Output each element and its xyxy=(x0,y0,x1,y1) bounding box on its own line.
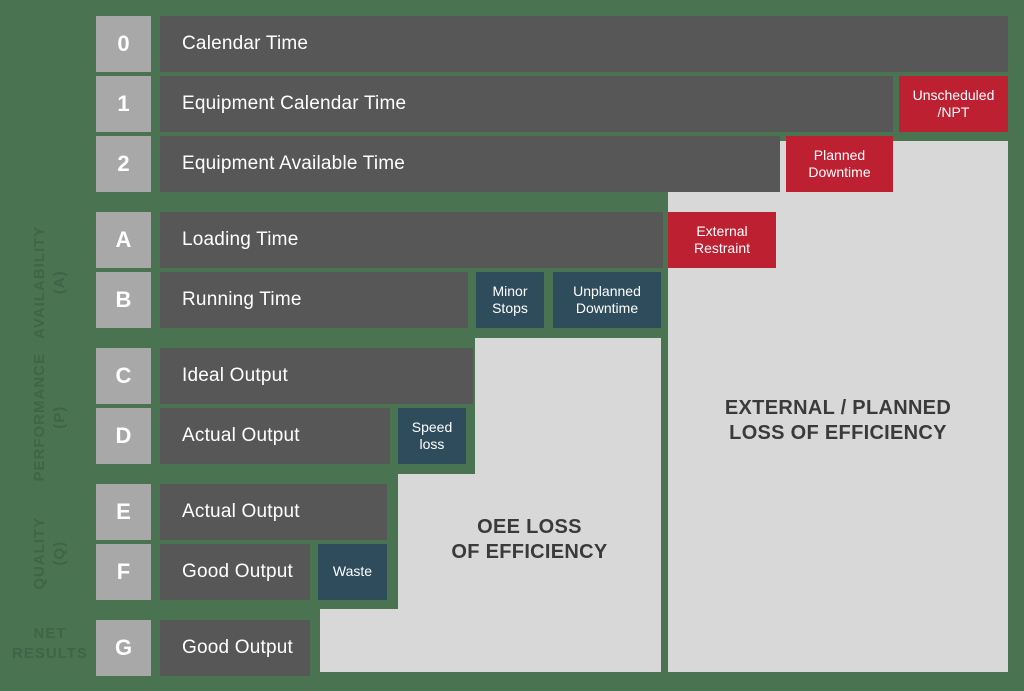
row-key-g: G xyxy=(114,635,133,660)
row-label-e: Actual Output xyxy=(182,501,300,522)
category-label-performance: PERFORMANCE (P) xyxy=(30,353,68,482)
row-badge-d: D xyxy=(96,408,151,464)
row-label-a: Loading Time xyxy=(182,229,299,250)
row-key-c: C xyxy=(115,363,132,388)
loss-label-planned-downtime: Planned Downtime xyxy=(808,146,871,180)
row-key-d: D xyxy=(115,423,132,448)
row-key-2: 2 xyxy=(117,151,130,176)
row-key-b: B xyxy=(115,287,132,312)
row-label-g: Good Output xyxy=(182,637,293,658)
row-badge-f: F xyxy=(96,544,151,600)
category-label-quality: QUALITY (Q) xyxy=(30,516,68,590)
row-bar-actual-output-d: Actual Output xyxy=(160,408,390,464)
loss-chip-planned-downtime: Planned Downtime xyxy=(786,136,893,192)
loss-label-unplanned-downtime: Unplanned Downtime xyxy=(573,282,641,316)
loss-label-external-restraint: External Restraint xyxy=(693,222,751,256)
row-label-c: Ideal Output xyxy=(182,365,288,386)
row-bar-equipment-calendar-time: Equipment Calendar Time xyxy=(160,76,893,132)
row-key-1: 1 xyxy=(117,91,130,116)
loss-chip-unplanned-downtime: Unplanned Downtime xyxy=(553,272,661,328)
panel-oee-loss-lower xyxy=(320,609,661,672)
panel-label-oee-loss: OEE LOSS OF EFFICIENCY xyxy=(451,516,608,563)
row-bar-loading-time: Loading Time xyxy=(160,212,663,268)
loss-chip-waste: Waste xyxy=(318,544,387,600)
row-badge-0: 0 xyxy=(96,16,151,72)
row-key-e: E xyxy=(116,499,131,524)
row-badge-b: B xyxy=(96,272,151,328)
loss-label-minor-stops: Minor Stops xyxy=(492,282,528,316)
loss-label-speed-loss: Speed loss xyxy=(411,418,453,452)
category-label-net-results: NET RESULTS xyxy=(12,625,88,663)
row-label-0: Calendar Time xyxy=(182,33,309,54)
row-badge-a: A xyxy=(96,212,151,268)
row-bar-equipment-available-time: Equipment Available Time xyxy=(160,136,780,192)
loss-label-waste: Waste xyxy=(332,563,373,580)
category-label-availability: AVAILABILITY (A) xyxy=(30,225,68,339)
row-bar-ideal-output: Ideal Output xyxy=(160,348,473,404)
row-bar-good-output-f: Good Output xyxy=(160,544,310,600)
row-label-b: Running Time xyxy=(182,289,302,310)
loss-chip-minor-stops: Minor Stops xyxy=(476,272,544,328)
loss-chip-external-restraint: External Restraint xyxy=(668,212,776,268)
panel-external-planned-loss-step xyxy=(781,141,1008,672)
row-label-1: Equipment Calendar Time xyxy=(182,93,407,114)
row-badge-c: C xyxy=(96,348,151,404)
row-key-f: F xyxy=(116,559,131,584)
row-key-0: 0 xyxy=(117,31,130,56)
row-badge-2: 2 xyxy=(96,136,151,192)
row-label-d: Actual Output xyxy=(182,425,300,446)
row-label-2: Equipment Available Time xyxy=(182,153,406,174)
row-label-f: Good Output xyxy=(182,561,293,582)
row-bar-good-output-g: Good Output xyxy=(160,620,310,676)
row-key-a: A xyxy=(115,227,132,252)
row-badge-e: E xyxy=(96,484,151,540)
row-badge-g: G xyxy=(96,620,151,676)
row-bar-running-time: Running Time xyxy=(160,272,468,328)
row-badge-1: 1 xyxy=(96,76,151,132)
loss-label-unscheduled-npt: Unscheduled /NPT xyxy=(912,86,995,120)
loss-chip-speed-loss: Speed loss xyxy=(398,408,466,464)
row-bar-calendar-time: Calendar Time xyxy=(160,16,1008,72)
panel-label-external-planned-loss: EXTERNAL / PLANNED LOSS OF EFFICIENCY xyxy=(724,397,952,444)
row-bar-actual-output-e: Actual Output xyxy=(160,484,387,540)
loss-chip-unscheduled-npt: Unscheduled /NPT xyxy=(899,76,1008,132)
